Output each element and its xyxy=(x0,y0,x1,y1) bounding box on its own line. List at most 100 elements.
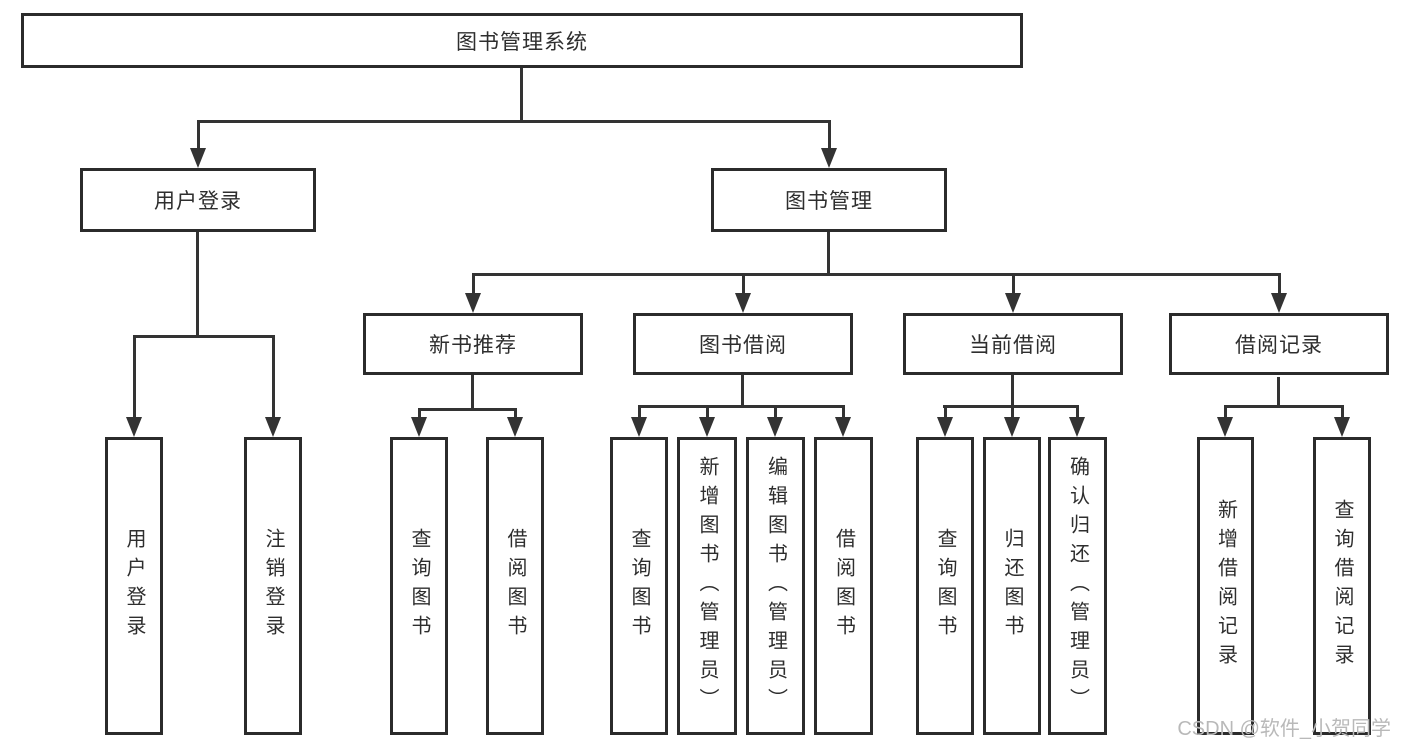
connector-book-borrowing-stem xyxy=(741,374,744,405)
arrow-shaft xyxy=(513,408,517,417)
leaf-add-book-admin-label: 新增图书（管理员） xyxy=(696,455,718,717)
node-user-login-branch: 用户登录 xyxy=(80,168,316,232)
arrowhead-down-icon xyxy=(937,417,953,437)
node-library-system-label: 图书管理系统 xyxy=(456,30,588,54)
arrow-to-borrowing-records xyxy=(1271,273,1287,313)
arrowhead-down-icon xyxy=(411,417,427,437)
node-new-book-recommend-label: 新书推荐 xyxy=(429,334,517,357)
arrow-to-query-book-1 xyxy=(411,408,427,437)
arrowhead-down-icon xyxy=(1005,293,1021,313)
arrow-to-book-mgmt xyxy=(821,120,837,168)
arrowhead-down-icon xyxy=(507,417,523,437)
arrow-to-confirm-return xyxy=(1069,405,1085,437)
arrowhead-down-icon xyxy=(631,417,647,437)
leaf-borrow-books-1: 借阅图书 xyxy=(486,437,544,735)
leaf-return-book-label: 归还图书 xyxy=(1001,528,1023,644)
arrow-shaft xyxy=(1340,405,1344,417)
leaf-add-borrow-record-label: 新增借阅记录 xyxy=(1214,499,1237,673)
arrow-shaft xyxy=(827,120,831,148)
arrow-shaft xyxy=(132,335,136,417)
connector-book-borrowing-split xyxy=(638,405,845,408)
arrow-to-borrow-book-1 xyxy=(507,408,523,437)
arrow-to-book-borrowing xyxy=(735,273,751,313)
leaf-confirm-return-admin-label: 确认归还（管理员） xyxy=(1066,455,1089,717)
leaf-add-book-admin: 新增图书（管理员） xyxy=(677,437,737,735)
leaf-query-books-1: 查询图书 xyxy=(390,437,448,735)
connector-user-login-split xyxy=(133,335,275,338)
node-book-mgmt-branch: 图书管理 xyxy=(711,168,947,232)
node-borrowing-records: 借阅记录 xyxy=(1169,313,1389,375)
leaf-query-books-2-label: 查询图书 xyxy=(628,528,650,644)
arrow-to-current-borrowing xyxy=(1005,273,1021,313)
arrowhead-down-icon xyxy=(1334,417,1350,437)
arrow-shaft xyxy=(841,405,845,417)
arrowhead-down-icon xyxy=(835,417,851,437)
node-book-mgmt-branch-label: 图书管理 xyxy=(785,190,873,213)
arrow-to-user-login xyxy=(190,120,206,168)
leaf-edit-book-admin: 编辑图书（管理员） xyxy=(746,437,805,735)
node-book-borrowing-label: 图书借阅 xyxy=(699,334,787,357)
connector-current-borrowing-stem xyxy=(1011,374,1014,405)
connector-borrow-records-split xyxy=(1224,405,1344,408)
arrow-to-query-book-3 xyxy=(937,405,953,437)
arrow-to-leaf-user-login xyxy=(126,335,142,437)
arrow-shaft xyxy=(471,273,475,293)
node-book-borrowing: 图书借阅 xyxy=(633,313,853,375)
arrowhead-down-icon xyxy=(190,148,206,168)
arrowhead-down-icon xyxy=(126,417,142,437)
leaf-query-borrow-record: 查询借阅记录 xyxy=(1313,437,1371,735)
arrowhead-down-icon xyxy=(735,293,751,313)
node-borrowing-records-label: 借阅记录 xyxy=(1235,334,1323,357)
arrow-to-query-book-2 xyxy=(631,405,647,437)
leaf-edit-book-admin-label: 编辑图书（管理员） xyxy=(764,455,787,717)
arrow-shaft xyxy=(1075,405,1079,417)
arrowhead-down-icon xyxy=(821,148,837,168)
arrow-shaft xyxy=(943,405,947,417)
leaf-confirm-return-admin: 确认归还（管理员） xyxy=(1048,437,1107,735)
leaf-borrow-books-2-label: 借阅图书 xyxy=(832,528,855,644)
arrow-shaft xyxy=(1011,273,1015,293)
arrow-to-leaf-logout xyxy=(265,335,281,437)
arrowhead-down-icon xyxy=(767,417,783,437)
arrow-shaft xyxy=(196,120,200,148)
connector-root-split xyxy=(197,120,831,123)
node-library-system: 图书管理系统 xyxy=(21,13,1023,68)
arrow-shaft xyxy=(773,405,777,417)
arrowhead-down-icon xyxy=(465,293,481,313)
arrow-shaft xyxy=(1223,405,1227,417)
arrowhead-down-icon xyxy=(1217,417,1233,437)
arrow-shaft xyxy=(271,335,275,417)
node-new-book-recommend: 新书推荐 xyxy=(363,313,583,375)
connector-root-stem xyxy=(520,68,523,120)
csdn-watermark: CSDN @软件_小贺同学 xyxy=(1177,718,1391,740)
leaf-logout-login-label: 注销登录 xyxy=(262,528,284,644)
leaf-user-login: 用户登录 xyxy=(105,437,163,735)
leaf-logout-login: 注销登录 xyxy=(244,437,302,735)
node-current-borrowing: 当前借阅 xyxy=(903,313,1123,375)
leaf-borrow-books-2: 借阅图书 xyxy=(814,437,873,735)
leaf-query-borrow-record-label: 查询借阅记录 xyxy=(1331,499,1353,673)
arrowhead-down-icon xyxy=(265,417,281,437)
connector-new-book-split xyxy=(418,408,517,411)
leaf-user-login-label: 用户登录 xyxy=(123,528,145,644)
arrow-to-return-book xyxy=(1004,405,1020,437)
node-user-login-branch-label: 用户登录 xyxy=(154,190,242,213)
arrow-shaft xyxy=(637,405,641,417)
connector-book-mgmt-stem xyxy=(827,232,830,273)
leaf-borrow-books-1-label: 借阅图书 xyxy=(504,528,526,644)
arrow-shaft xyxy=(1010,405,1014,417)
node-current-borrowing-label: 当前借阅 xyxy=(969,334,1057,357)
leaf-query-books-2: 查询图书 xyxy=(610,437,668,735)
arrow-to-borrow-book-2 xyxy=(835,405,851,437)
arrow-to-query-borrow-record xyxy=(1334,405,1350,437)
leaf-query-books-1-label: 查询图书 xyxy=(408,528,430,644)
arrow-to-new-book-recommend xyxy=(465,273,481,313)
connector-book-mgmt-split xyxy=(472,273,1280,276)
arrow-to-edit-book xyxy=(767,405,783,437)
connector-borrow-records-stem xyxy=(1277,377,1280,405)
arrow-to-add-borrow-record xyxy=(1217,405,1233,437)
leaf-query-books-3: 查询图书 xyxy=(916,437,974,735)
leaf-add-borrow-record: 新增借阅记录 xyxy=(1197,437,1254,735)
leaf-return-book: 归还图书 xyxy=(983,437,1041,735)
